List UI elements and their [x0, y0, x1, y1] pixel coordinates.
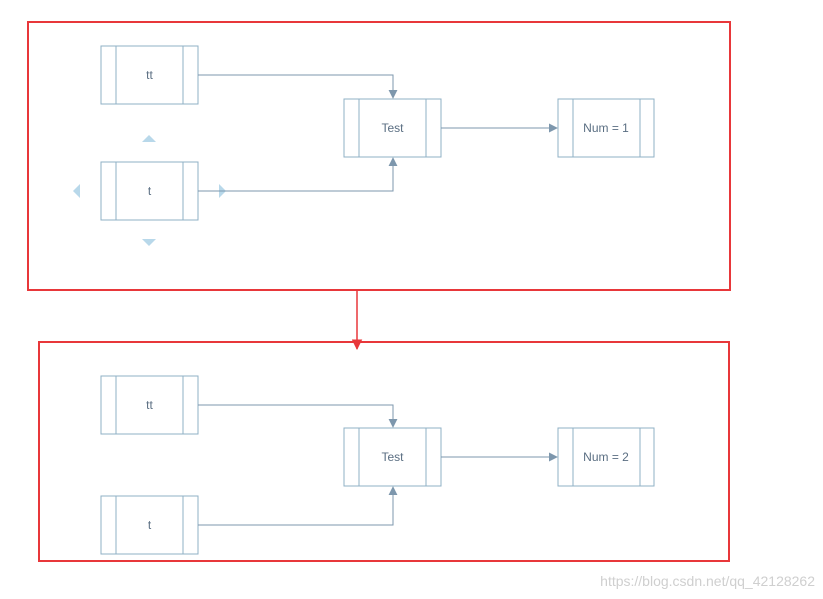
panel-bottom: tt t Test Num = 2 — [38, 341, 730, 562]
watermark: https://blog.csdn.net/qq_42128262 — [600, 573, 815, 589]
node-test-bottom-label: Test — [381, 450, 404, 464]
panel-top: tt t Test Num = 1 — [27, 21, 731, 291]
node-t-bottom-label: t — [148, 518, 152, 532]
node-t-label: t — [148, 184, 152, 198]
panel-top-frame — [27, 21, 731, 291]
panel-bottom-frame — [38, 341, 730, 562]
connector-tt-to-test-bottom — [198, 404, 398, 428]
node-tt-bottom-label: tt — [146, 398, 153, 412]
node-tt-label: tt — [146, 68, 153, 82]
resize-handle-up-icon[interactable] — [142, 135, 156, 142]
node-t-bottom[interactable]: t — [100, 495, 199, 555]
node-num-label: Num = 1 — [583, 121, 629, 135]
node-num-bottom-label: Num = 2 — [583, 450, 629, 464]
resize-handle-down-icon[interactable] — [142, 239, 156, 246]
node-test-label: Test — [381, 121, 404, 135]
node-num[interactable]: Num = 1 — [557, 98, 655, 158]
node-test[interactable]: Test — [343, 98, 442, 158]
node-num-bottom[interactable]: Num = 2 — [557, 427, 655, 487]
connector-tt-to-test — [198, 74, 398, 99]
node-tt-bottom[interactable]: tt — [100, 375, 199, 435]
node-t[interactable]: t — [100, 161, 199, 221]
node-tt[interactable]: tt — [100, 45, 199, 105]
connector-t-to-test-bottom — [198, 486, 398, 526]
resize-handle-left-icon[interactable] — [73, 184, 80, 198]
node-test-bottom[interactable]: Test — [343, 427, 442, 487]
connector-t-to-test — [198, 157, 398, 192]
